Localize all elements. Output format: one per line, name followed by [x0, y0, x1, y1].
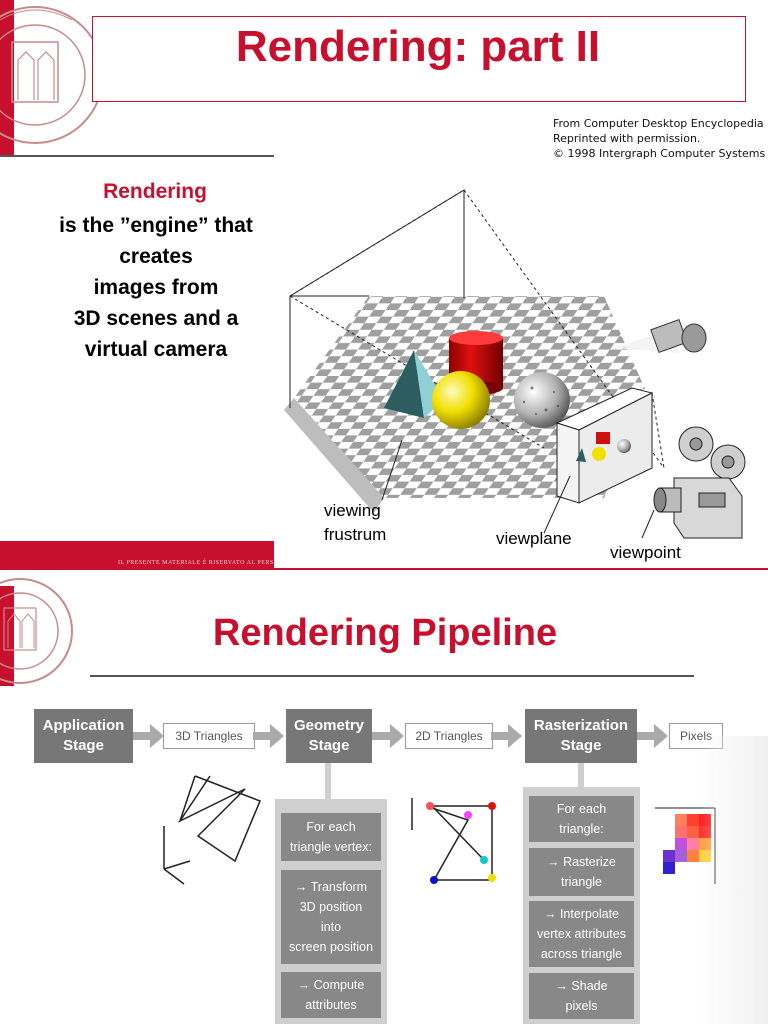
description-line: is the ”engine” that: [59, 214, 253, 237]
label-viewplane: viewplane: [496, 529, 572, 548]
flow-arrow: [253, 732, 273, 740]
flow-arrow: [133, 732, 157, 740]
rendering-scene-illustration: viewing frustrum viewplane viewpoint: [274, 178, 768, 568]
panel-text: → Compute: [297, 978, 365, 992]
geometry-panel-header: For each triangle vertex:: [281, 813, 381, 861]
panel-text: across triangle: [540, 947, 623, 961]
label-viewpoint: viewpoint: [610, 543, 681, 562]
panel-text: attributes: [305, 998, 357, 1012]
credit-line: Reprinted with permission.: [553, 132, 701, 145]
left-accent-bar: [0, 0, 14, 156]
image-credit: From Computer Desktop Encyclopedia Repri…: [553, 116, 765, 161]
camera-icon: [653, 426, 746, 539]
arrow-head-icon: [654, 724, 668, 748]
panel-text: → Transform: [294, 880, 368, 894]
panel-text: into: [320, 920, 342, 934]
footer-notice: IL PRESENTE MATERIALE È RISERVATO AL PER…: [118, 560, 304, 566]
description-line: creates: [119, 245, 193, 268]
arrow-head-icon: [508, 724, 522, 748]
raster-interpolate-step: → Interpolate vertex attributes across t…: [529, 901, 634, 967]
geometry-transform-step: → Transform 3D position into screen posi…: [281, 870, 381, 964]
divider-line: [90, 675, 694, 677]
flow-arrow: [491, 732, 511, 740]
2d-triangles-icon: [411, 798, 496, 884]
title-frame: [92, 16, 746, 102]
flow-arrow: [637, 732, 657, 740]
arrow-head-icon: [150, 724, 164, 748]
slide-title: Rendering: part II: [235, 22, 601, 71]
geometry-compute-step: → Compute attributes: [281, 972, 381, 1018]
stage-label: Rasterization: [533, 717, 629, 734]
panel-text: → Interpolate: [543, 907, 620, 921]
panel-text: For each: [556, 802, 607, 816]
raster-rasterize-step: → Rasterize triangle: [529, 848, 634, 896]
label-viewing: viewing: [324, 501, 381, 520]
stage-label: Stage: [308, 737, 350, 754]
slide-title: Rendering Pipeline: [212, 612, 558, 654]
panel-text: For each: [306, 820, 356, 834]
connector: [578, 763, 584, 787]
divider-line: [0, 155, 274, 157]
flow-3d-triangles: 3D Triangles: [163, 723, 255, 749]
panel-text: pixels: [565, 999, 598, 1013]
description-text: is the ”engine” that creates images from…: [22, 210, 290, 365]
description-line: 3D scenes and a: [73, 307, 239, 330]
panel-text: triangle:: [559, 822, 604, 836]
university-seal-icon: [0, 578, 73, 684]
light-icon: [614, 318, 707, 354]
background-fade: [700, 736, 768, 1024]
granite-sphere: [514, 372, 570, 428]
label-frustrum: frustrum: [324, 525, 386, 544]
description-heading: Rendering: [103, 180, 207, 203]
arrow-head-icon: [390, 724, 404, 748]
panel-text: triangle: [561, 875, 602, 889]
3d-triangles-icon: [163, 775, 261, 885]
panel-text: → Rasterize: [547, 855, 616, 869]
flow-arrow: [372, 732, 396, 740]
stage-label: Stage: [63, 737, 104, 754]
panel-text: 3D position: [299, 900, 363, 914]
stage-label: Geometry: [293, 717, 365, 734]
raster-shade-step: → Shade pixels: [529, 973, 634, 1019]
yellow-sphere: [432, 371, 490, 429]
stage-label: Application: [42, 717, 125, 734]
description-line: images from: [93, 276, 219, 299]
credit-line: From Computer Desktop Encyclopedia: [553, 117, 764, 130]
raster-panel-header: For each triangle:: [529, 796, 634, 842]
panel-text: triangle vertex:: [290, 840, 372, 854]
viewplane-box: [555, 387, 665, 504]
pyramid-shape: [384, 350, 424, 418]
panel-text: screen position: [288, 940, 374, 954]
panel-text: vertex attributes: [537, 927, 626, 941]
credit-line: © 1998 Intergraph Computer Systems: [553, 147, 766, 160]
description-line: virtual camera: [84, 338, 228, 361]
flow-2d-triangles: 2D Triangles: [405, 723, 493, 749]
stage-label: Stage: [560, 737, 602, 754]
arrow-head-icon: [270, 724, 284, 748]
slide-1: Rendering: part II From Computer Desktop…: [0, 0, 768, 570]
panel-text: → Shade: [555, 979, 608, 993]
connector: [325, 763, 331, 799]
